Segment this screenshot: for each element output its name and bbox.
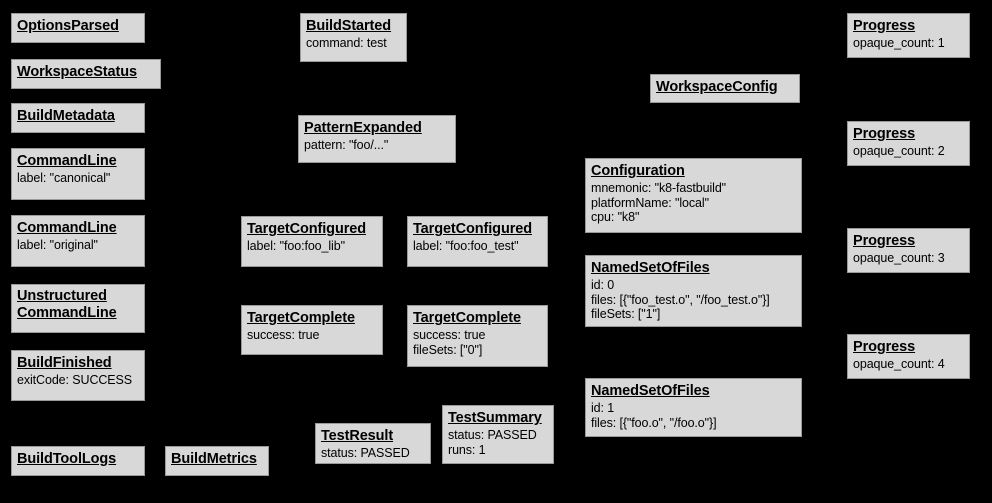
node-title: TestSummary — [448, 410, 542, 426]
node-workspace-config[interactable]: WorkspaceConfig — [650, 74, 800, 103]
node-target-complete-lib[interactable]: TargetComplete success: true — [241, 305, 383, 355]
node-fields: pattern: "foo/..." — [304, 138, 389, 152]
node-title: Progress — [853, 126, 916, 142]
node-named-set-of-files-1[interactable]: NamedSetOfFiles id: 1 files: [{"foo.o", "… — [585, 378, 802, 437]
node-fields: id: 1 files: [{"foo.o", "/foo.o"}] — [591, 401, 717, 430]
node-title: WorkspaceStatus — [17, 64, 137, 80]
node-target-configured-test[interactable]: TargetConfigured label: "foo:foo_test" — [407, 216, 548, 267]
node-target-configured-lib[interactable]: TargetConfigured label: "foo:foo_lib" — [241, 216, 383, 267]
node-fields: label: "original" — [17, 238, 98, 252]
node-build-metrics[interactable]: BuildMetrics — [165, 446, 269, 476]
node-title: Progress — [853, 339, 916, 355]
node-title: Configuration — [591, 163, 685, 179]
node-fields: opaque_count: 2 — [853, 144, 945, 158]
node-progress-4[interactable]: Progress opaque_count: 4 — [847, 334, 970, 379]
node-title: BuildToolLogs — [17, 451, 117, 467]
node-fields: label: "foo:foo_lib" — [247, 239, 345, 253]
node-fields: success: true — [247, 328, 320, 342]
node-title: PatternExpanded — [304, 120, 422, 136]
node-fields: success: true fileSets: ["0"] — [413, 328, 486, 357]
node-test-result[interactable]: TestResult status: PASSED — [315, 423, 431, 464]
node-title: TestResult — [321, 428, 394, 444]
node-title: BuildFinished — [17, 355, 112, 371]
node-progress-3[interactable]: Progress opaque_count: 3 — [847, 228, 970, 273]
node-fields: id: 0 files: [{"foo_test.o", "/foo_test.… — [591, 278, 770, 321]
node-title: TargetComplete — [413, 310, 521, 326]
node-fields: opaque_count: 1 — [853, 36, 945, 50]
node-fields: label: "foo:foo_test" — [413, 239, 519, 253]
node-workspace-status[interactable]: WorkspaceStatus — [11, 59, 161, 89]
node-pattern-expanded[interactable]: PatternExpanded pattern: "foo/..." — [298, 115, 456, 163]
node-fields: opaque_count: 3 — [853, 251, 945, 265]
node-title: BuildMetrics — [171, 451, 257, 467]
node-unstructured-command-line[interactable]: Unstructured CommandLine — [11, 284, 145, 333]
node-title: BuildMetadata — [17, 108, 115, 124]
node-title: CommandLine — [17, 220, 117, 236]
node-progress-2[interactable]: Progress opaque_count: 2 — [847, 121, 970, 166]
node-fields: command: test — [306, 36, 387, 50]
node-fields: opaque_count: 4 — [853, 357, 945, 371]
node-title: NamedSetOfFiles — [591, 260, 710, 276]
node-fields: status: PASSED — [321, 446, 410, 460]
node-title: CommandLine — [17, 153, 117, 169]
node-title: Progress — [853, 18, 916, 34]
node-configuration[interactable]: Configuration mnemonic: "k8-fastbuild" pl… — [585, 158, 802, 233]
node-test-summary[interactable]: TestSummary status: PASSED runs: 1 — [442, 405, 554, 464]
node-progress-1[interactable]: Progress opaque_count: 1 — [847, 13, 970, 58]
node-command-line-canonical[interactable]: CommandLine label: "canonical" — [11, 148, 145, 200]
node-options-parsed[interactable]: OptionsParsed — [11, 13, 145, 43]
node-title: TargetConfigured — [413, 221, 532, 237]
node-fields: label: "canonical" — [17, 171, 111, 185]
node-title: NamedSetOfFiles — [591, 383, 710, 399]
node-fields: exitCode: SUCCESS — [17, 373, 133, 387]
node-title: WorkspaceConfig — [656, 79, 778, 95]
node-title: BuildStarted — [306, 18, 392, 34]
node-build-metadata[interactable]: BuildMetadata — [11, 103, 145, 133]
node-build-finished[interactable]: BuildFinished exitCode: SUCCESS — [11, 350, 145, 401]
node-build-tool-logs[interactable]: BuildToolLogs — [11, 446, 145, 476]
node-fields: status: PASSED runs: 1 — [448, 428, 537, 457]
node-title: TargetComplete — [247, 310, 355, 326]
node-title: Unstructured CommandLine — [17, 288, 117, 321]
node-title: Progress — [853, 233, 916, 249]
node-target-complete-test[interactable]: TargetComplete success: true fileSets: ["… — [407, 305, 548, 367]
node-command-line-original[interactable]: CommandLine label: "original" — [11, 215, 145, 267]
node-build-started[interactable]: BuildStarted command: test — [300, 13, 407, 62]
node-title: OptionsParsed — [17, 18, 119, 34]
node-fields: mnemonic: "k8-fastbuild" platformName: "… — [591, 181, 727, 224]
node-named-set-of-files-0[interactable]: NamedSetOfFiles id: 0 files: [{"foo_test.… — [585, 255, 802, 327]
node-title: TargetConfigured — [247, 221, 366, 237]
